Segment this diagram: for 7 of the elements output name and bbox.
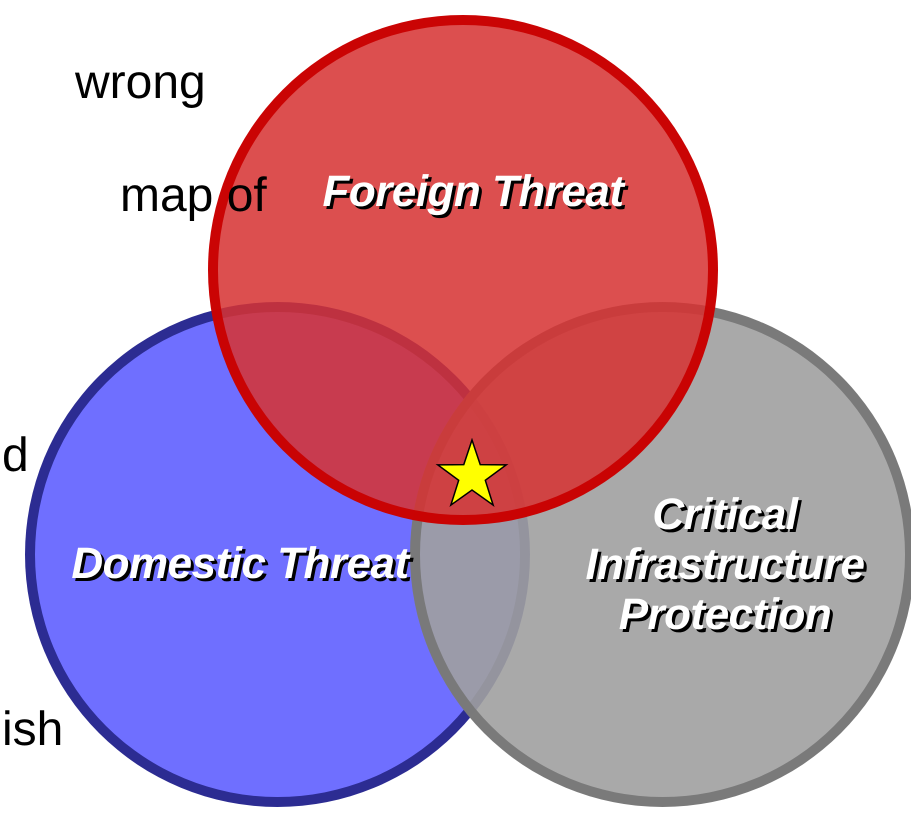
circle-label: Critical Infrastructure Protection <box>584 490 866 640</box>
circle-label: Foreign Threat <box>321 167 626 217</box>
slide-text: ish <box>2 702 64 758</box>
slide-text: d <box>2 428 29 484</box>
slide-text: wrong <box>75 55 206 111</box>
slide-text: map of <box>120 168 267 224</box>
circle-label: Domestic Threat <box>70 539 412 589</box>
